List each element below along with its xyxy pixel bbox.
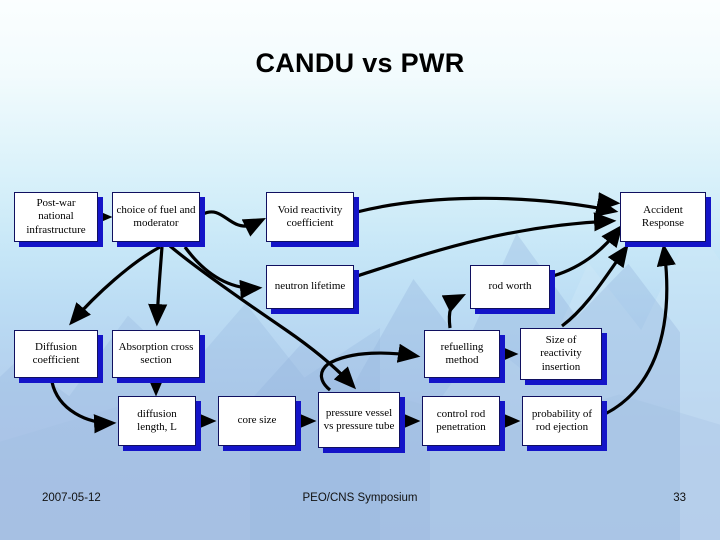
flow-node-label: Diffusion coefficient: [32, 340, 80, 366]
flow-node-difflength[interactable]: diffusion length, L: [118, 396, 196, 446]
flow-node-refuel[interactable]: refuelling method: [424, 330, 500, 378]
flow-node-label: diffusion length, L: [137, 407, 177, 433]
edge-vessel-refuel: [319, 343, 421, 392]
flowchart-arrows: [50, 192, 676, 434]
flow-node-label: core size: [237, 414, 277, 427]
flow-node-absorption[interactable]: Absorption cross section: [112, 330, 200, 378]
flow-node-label: neutron lifetime: [274, 280, 346, 293]
flow-node-label: Post-war national infrastructure: [26, 196, 86, 236]
edge-rodworth-accident: [552, 224, 623, 278]
edge-choice-vessel: [168, 244, 357, 390]
edge-diffcoef-accident: [597, 192, 621, 212]
edge-insertion-accident: [561, 244, 629, 328]
edge-choice-diffcoef: [69, 245, 161, 326]
edge-refuel-rodworth: [441, 293, 467, 329]
flow-node-coresize[interactable]: core size: [218, 396, 296, 446]
flow-node-rodworth[interactable]: rod worth: [470, 265, 550, 309]
flow-node-diffcoef[interactable]: Diffusion coefficient: [14, 330, 98, 378]
flowchart-diagram: Post-war national infrastructure choice o…: [14, 192, 706, 448]
footer-event: PEO/CNS Symposium: [302, 492, 418, 504]
flow-node-vessel[interactable]: pressure vessel vs pressure tube: [318, 392, 400, 448]
flow-node-label: choice of fuel and moderator: [116, 203, 196, 229]
flow-node-postwar[interactable]: Post-war national infrastructure: [14, 192, 98, 242]
flow-node-label: Absorption cross section: [118, 340, 194, 366]
flow-node-accident[interactable]: Accident Response: [620, 192, 706, 242]
flow-node-label: control rod penetration: [436, 407, 486, 433]
flow-node-void[interactable]: Void reactivity coefficient: [266, 192, 354, 242]
flow-node-label: probability of rod ejection: [531, 407, 593, 433]
edge-choice-void: [202, 210, 267, 237]
flow-node-insertion[interactable]: Size of reactivity insertion: [520, 328, 602, 380]
flow-node-label: Accident Response: [641, 203, 685, 229]
flow-node-label: Void reactivity coefficient: [277, 203, 343, 229]
edge-choice-lifetime: [183, 246, 263, 299]
flow-node-label: refuelling method: [440, 340, 484, 366]
footer-page-number: 33: [673, 492, 686, 504]
flow-node-lifetime[interactable]: neutron lifetime: [266, 265, 354, 309]
edge-void-accident: [356, 196, 619, 217]
edge-choice-absorption: [148, 246, 168, 327]
edge-diffcoef-difflength: [50, 381, 117, 434]
footer-date: 2007-05-12: [42, 492, 101, 504]
slide-footer: 2007-05-12 PEO/CNS Symposium 33: [0, 492, 720, 522]
flow-node-label: rod worth: [488, 280, 532, 293]
flow-node-probability[interactable]: probability of rod ejection: [522, 396, 602, 446]
flow-node-label: pressure vessel vs pressure tube: [323, 406, 395, 432]
edge-probability-accident: [604, 243, 676, 416]
flow-node-choice[interactable]: choice of fuel and moderator: [112, 192, 200, 242]
flow-node-label: Size of reactivity insertion: [540, 333, 582, 373]
slide-title: CANDU vs PWR: [255, 48, 465, 78]
flow-node-controlrod[interactable]: control rod penetration: [422, 396, 500, 446]
edge-lifetime-accident: [356, 212, 617, 278]
